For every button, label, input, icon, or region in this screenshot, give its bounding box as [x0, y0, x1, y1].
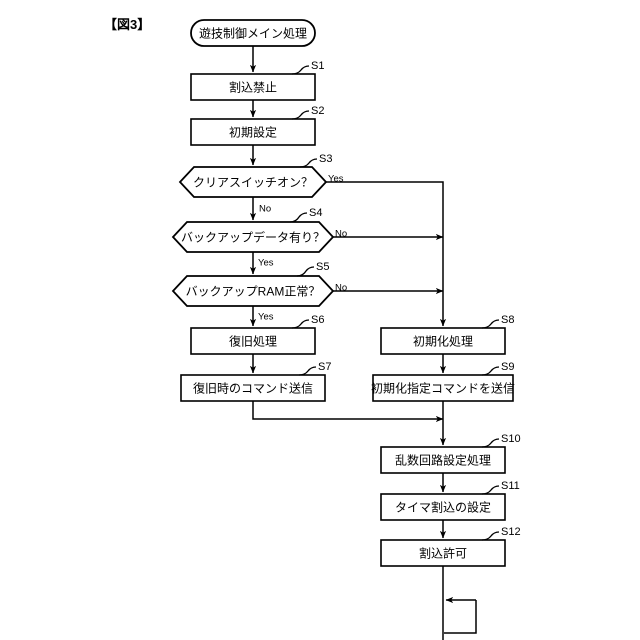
node-s11-label: タイマ割込の設定 [395, 500, 491, 515]
node-s12-label: 割込許可 [419, 546, 467, 561]
step-label-s6: S6 [311, 314, 324, 326]
branch-label-layer: Yes No No Yes No Yes [258, 174, 347, 323]
node-s8[interactable]: 初期化処理 [380, 327, 506, 355]
leader-s12 [481, 531, 500, 541]
edge-loop-back [444, 600, 477, 634]
node-s7-label: 復旧時のコマンド送信 [193, 381, 313, 396]
branch-label-s4-yes: Yes [258, 258, 274, 269]
leader-s11 [481, 485, 500, 495]
node-s3[interactable]: クリアスイッチオン？ [178, 166, 328, 198]
node-s4-label: バックアップデータ有り？ [181, 230, 325, 245]
step-label-s9: S9 [501, 361, 514, 373]
node-s4[interactable]: バックアップデータ有り？ [171, 221, 335, 253]
leader-s5 [296, 266, 315, 277]
node-s2[interactable]: 初期設定 [190, 118, 316, 146]
connector-layer [249, 46, 477, 640]
node-s3-label: クリアスイッチオン？ [193, 176, 313, 190]
step-label-s3: S3 [319, 153, 332, 165]
leader-s9 [481, 366, 500, 376]
leader-s4 [289, 212, 308, 223]
leader-s2 [291, 110, 310, 120]
branch-label-s3-yes: Yes [328, 174, 344, 185]
node-start-label: 遊技制御メイン処理 [199, 26, 307, 41]
node-s9-label: 初期化指定コマンドを送信 [371, 381, 515, 396]
node-s6[interactable]: 復旧処理 [190, 327, 316, 355]
leader-s8 [481, 319, 500, 329]
node-s8-label: 初期化処理 [413, 335, 473, 349]
leader-s7 [298, 366, 317, 376]
node-s6-label: 復旧処理 [229, 334, 277, 349]
step-label-s8: S8 [501, 314, 514, 326]
node-s9[interactable]: 初期化指定コマンドを送信 [371, 374, 515, 402]
leader-s6 [291, 319, 310, 329]
step-label-s11: S11 [501, 480, 520, 492]
branch-label-s3-no: No [259, 204, 271, 215]
step-label-layer: S1 S2 S3 S4 S5 S6 S7 S8 S9 S10 S11 S12 [289, 60, 521, 541]
node-s7[interactable]: 復旧時のコマンド送信 [180, 374, 326, 402]
branch-label-s4-no: No [335, 229, 347, 240]
edge-s3-yes-to-s8 [326, 181, 447, 327]
node-s12[interactable]: 割込許可 [380, 539, 506, 567]
node-s11[interactable]: タイマ割込の設定 [380, 493, 506, 521]
node-s1-label: 割込禁止 [229, 80, 277, 95]
node-s5-label: バックアップRAM正常？ [186, 285, 321, 299]
branch-label-s5-yes: Yes [258, 312, 274, 323]
step-label-s12: S12 [501, 526, 521, 538]
branch-label-s5-no: No [335, 283, 347, 294]
node-layer: 遊技制御メイン処理 割込禁止 初期設定 クリアスイッチオン？ バックアップデータ… [171, 19, 515, 567]
leader-s1 [291, 65, 310, 75]
node-start[interactable]: 遊技制御メイン処理 [190, 19, 316, 47]
step-label-s1: S1 [311, 60, 324, 72]
node-s1[interactable]: 割込禁止 [190, 73, 316, 101]
node-s2-label: 初期設定 [229, 125, 277, 140]
leader-s3 [299, 158, 318, 168]
edge-s7-to-trunk [252, 401, 444, 423]
step-label-s7: S7 [318, 361, 331, 373]
node-s5[interactable]: バックアップRAM正常？ [171, 275, 335, 307]
node-s10[interactable]: 乱数回路設定処理 [380, 446, 506, 474]
step-label-s2: S2 [311, 105, 324, 117]
leader-s10 [481, 438, 500, 448]
step-label-s4: S4 [309, 207, 322, 219]
node-s10-label: 乱数回路設定処理 [395, 453, 491, 468]
figure-title: 【図3】 [104, 17, 151, 32]
step-label-s5: S5 [316, 261, 329, 273]
step-label-s10: S10 [501, 433, 521, 445]
